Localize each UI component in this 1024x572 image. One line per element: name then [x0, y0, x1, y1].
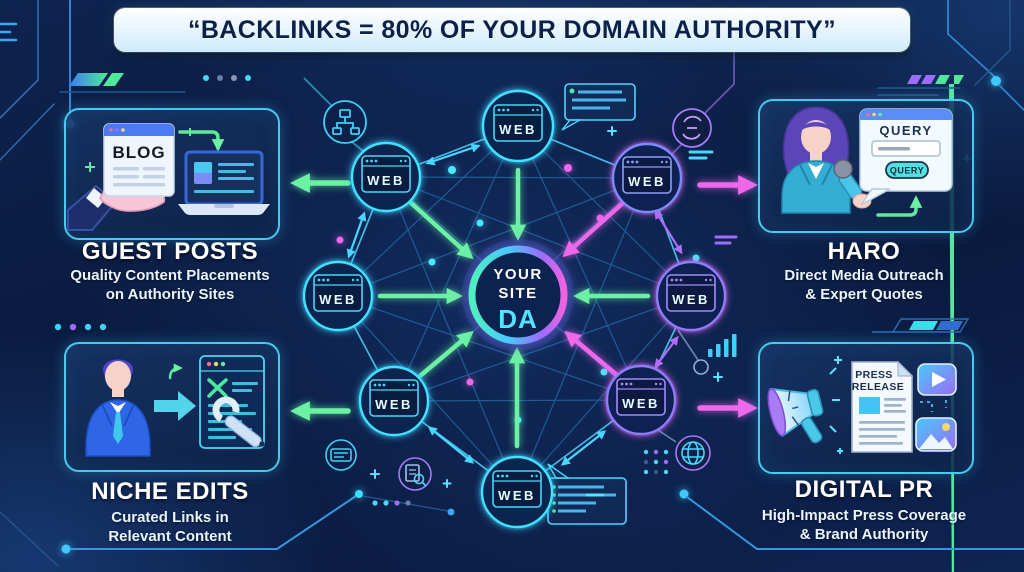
transfer-arrow-icon [178, 130, 225, 152]
web-node: WEB [610, 141, 684, 215]
glow-dots [336, 164, 700, 424]
niche-edits-panel [64, 342, 280, 472]
video-tile-icon [917, 363, 957, 396]
niche-edits-subtitle: Curated Links in Relevant Content [108, 509, 232, 546]
bar-chart-icon [708, 334, 737, 357]
center-node-line2: SITE [498, 285, 537, 302]
center-node-da: DA [498, 304, 538, 334]
wrench-icon [212, 396, 265, 448]
server-icon [325, 439, 357, 471]
mesh-decor-icons [303, 42, 735, 525]
panel-pointer-arrows [290, 173, 758, 421]
megaphone-icon [767, 387, 824, 444]
web-node: WEB [349, 140, 423, 214]
web-node-label: WEB [498, 488, 536, 503]
web-nodes: WEB WEB WEB WEB [301, 88, 728, 530]
microphone-icon [833, 159, 872, 209]
web-node: WEB [480, 88, 556, 164]
web-node: WEB [479, 454, 555, 530]
web-node-label: WEB [319, 292, 357, 307]
center-node-line1: YOUR [493, 266, 542, 283]
web-node-label: WEB [499, 122, 537, 137]
dashed-path [920, 400, 947, 412]
backlink-mesh-lines [336, 125, 700, 493]
web-node: WEB [357, 364, 431, 438]
title-banner-text: “BACKLINKS = 80% OF YOUR DOMAIN AUTHORIT… [187, 15, 837, 44]
web-node: WEB [604, 363, 678, 437]
center-site-node: YOUR SITE DA [462, 239, 574, 351]
haro-panel: QUERY QUERY [758, 99, 974, 233]
niche-edits-icon [85, 355, 265, 457]
digital-pr-icon: PRESS RELEASE [767, 356, 957, 454]
query-button-label: QUERY [890, 166, 924, 176]
digital-pr-title: DIGITAL PR [794, 476, 934, 503]
web-node-label: WEB [375, 397, 413, 412]
title-banner: “BACKLINKS = 80% OF YOUR DOMAIN AUTHORIT… [114, 8, 910, 52]
query-window-icon: QUERY QUERY [859, 108, 953, 206]
web-node: WEB [654, 259, 728, 333]
code-bubble-top-icon [561, 83, 636, 131]
niche-edits-title: NICHE EDITS [91, 478, 249, 505]
guest-posts-title: GUEST POSTS [81, 238, 259, 265]
doc-search-icon [398, 457, 432, 491]
web-node-label: WEB [628, 174, 666, 189]
digital-pr-subtitle: High-Impact Press Coverage & Brand Autho… [761, 507, 967, 544]
blog-label: BLOG [112, 143, 165, 162]
inbound-link-arrows-green [377, 167, 651, 449]
press-doc-line2: RELEASE [852, 381, 904, 393]
web-node-label: WEB [622, 396, 660, 411]
code-bubble-bottom-icon [547, 463, 627, 525]
web-node-label: WEB [367, 173, 405, 188]
press-release-icon: PRESS RELEASE [851, 360, 914, 453]
haro-subtitle: Direct Media Outreach & Expert Quotes [784, 267, 944, 304]
sync-chat-icon [667, 42, 735, 159]
ring-node-icon [677, 329, 709, 375]
guest-posts-icon: BLOG [67, 123, 270, 231]
up-arrow-icon [876, 195, 923, 217]
laptop-icon [178, 150, 270, 215]
crossed-link-icon [207, 378, 228, 398]
query-window-title: QUERY [879, 123, 932, 138]
blog-window-icon: BLOG [103, 123, 175, 197]
insert-arrow-icon [154, 391, 196, 421]
image-tile-icon [915, 417, 957, 452]
burst-lines [829, 356, 843, 454]
globe-icon [657, 429, 711, 471]
digital-pr-panel: PRESS RELEASE [758, 342, 974, 474]
guest-posts-panel: BLOG [64, 108, 280, 240]
haro-title: HARO [827, 238, 901, 265]
businessman-icon [85, 359, 151, 457]
guest-posts-subtitle: Quality Content Placements on Authority … [70, 267, 270, 304]
press-doc-line1: PRESS [855, 369, 893, 381]
web-node-label: WEB [672, 292, 710, 307]
haro-icon: QUERY QUERY [781, 106, 953, 217]
small-curve-arrow-icon [168, 363, 183, 380]
journalist-icon [781, 106, 851, 214]
inbound-link-arrows-pink [562, 199, 627, 379]
web-node: WEB [301, 259, 375, 333]
